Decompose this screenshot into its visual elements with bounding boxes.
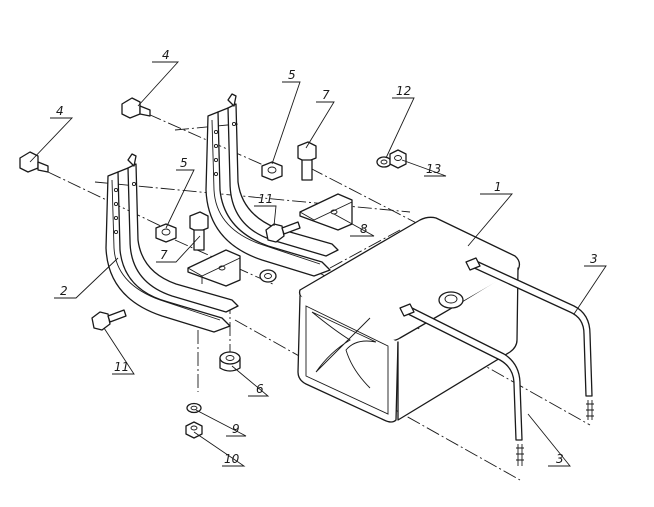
filler-cap-icon [438,291,464,309]
callout-3-upper: 3 [590,252,598,266]
callout-4-lower: 4 [56,104,64,118]
bolt-4-lower [19,151,49,173]
bracket-left [105,153,239,333]
callout-11-left: 11 [114,360,129,374]
callout-8: 8 [360,222,368,236]
callout-4-upper: 4 [162,48,170,62]
strap-lower [399,303,524,466]
bracket-right [205,93,339,277]
angle-clip-left [187,249,241,287]
callout-12: 12 [396,84,411,98]
callout-2: 2 [60,284,68,298]
washer-12 [376,156,392,168]
callout-labels: 1 2 3 3 4 4 5 5 6 7 7 8 9 10 11 11 12 13 [56,48,598,466]
callout-9: 9 [232,422,240,436]
nut-5-right [261,161,283,181]
callout-7-left: 7 [160,248,168,262]
bolt-4-upper [121,97,151,119]
bolt-7-right [297,141,317,181]
angle-clip-right [299,193,353,231]
callout-1: 1 [494,180,502,194]
nut-10 [185,421,203,439]
washer-9 [186,402,202,414]
callout-10: 10 [224,452,240,466]
callout-3-lower: 3 [556,452,564,466]
callout-leaders [29,61,607,467]
callout-5-left: 5 [180,156,188,170]
callout-13: 13 [426,162,441,176]
spacer-6 [219,351,241,372]
callout-11-right: 11 [258,192,273,206]
fuel-tank [297,216,521,423]
bolt-7-left [189,211,209,251]
washer-mid [259,269,277,283]
callout-5-right: 5 [288,68,296,82]
strap-upper [465,257,594,420]
callout-7-right: 7 [322,88,330,102]
nut-13 [389,149,407,169]
bolt-11-left [91,309,127,331]
nut-5-left [155,223,177,243]
callout-6: 6 [256,382,264,396]
